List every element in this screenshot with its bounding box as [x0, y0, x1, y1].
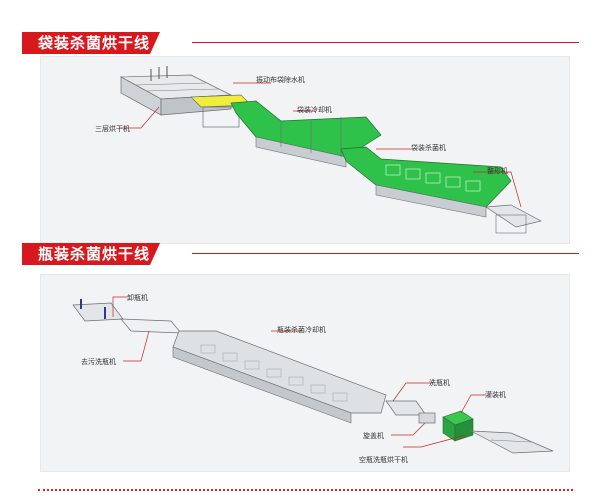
label-air-dryer: 空瓶洗瓶烘干机: [359, 456, 408, 464]
bag-line-illustration: [119, 66, 542, 234]
sterilize-cool-machine: [172, 330, 387, 424]
sterilizer-machine: [340, 146, 512, 218]
filler-machine: [442, 410, 474, 442]
label-bottle-washer: 洗瓶机: [429, 379, 450, 387]
shaper-machine: [484, 204, 542, 234]
air-dryer-machine: [470, 430, 554, 454]
bottle-unloader-machine: [72, 299, 124, 322]
capper-machine: [418, 412, 436, 424]
label-vibration-remover: 振动布袋除水机: [256, 76, 305, 84]
dryer-machine: [119, 66, 233, 116]
cooling-machine: [230, 100, 382, 168]
label-shaper: 整形机: [487, 167, 508, 175]
label-dryer: 三层烘干机: [95, 125, 130, 133]
bottle-line-header: 瓶装杀菌烘干线: [22, 243, 579, 265]
bottle-line-diagram: 卸瓶机 去污洗瓶机 瓶装杀菌冷却机 洗瓶机 灌装机 旋盖机 空瓶洗瓶烘干机: [40, 274, 570, 472]
label-sterilize-cool: 瓶装杀菌冷却机: [277, 326, 326, 334]
footer-divider: [38, 489, 573, 491]
label-cooling: 袋装冷却机: [297, 106, 332, 114]
label-sterilizer: 袋装杀菌机: [411, 144, 446, 152]
bottle-line-title: 瓶装杀菌烘干线: [22, 243, 160, 265]
label-capper: 旋盖机: [363, 432, 384, 440]
header-divider: [192, 253, 579, 254]
bag-line-diagram: 三层烘干机 振动布袋除水机 袋装冷却机 袋装杀菌机 整形机: [40, 56, 570, 244]
bag-line-header: 袋装杀菌烘干线: [22, 32, 579, 54]
dirt-washer-machine: [120, 318, 182, 334]
bag-line-title: 袋装杀菌烘干线: [22, 32, 160, 54]
label-dirt-washer: 去污洗瓶机: [81, 358, 116, 366]
bottle-line-illustration: [72, 296, 554, 454]
label-filler: 灌装机: [485, 391, 506, 399]
label-bottle-unloader: 卸瓶机: [127, 294, 148, 302]
header-divider: [192, 42, 579, 43]
